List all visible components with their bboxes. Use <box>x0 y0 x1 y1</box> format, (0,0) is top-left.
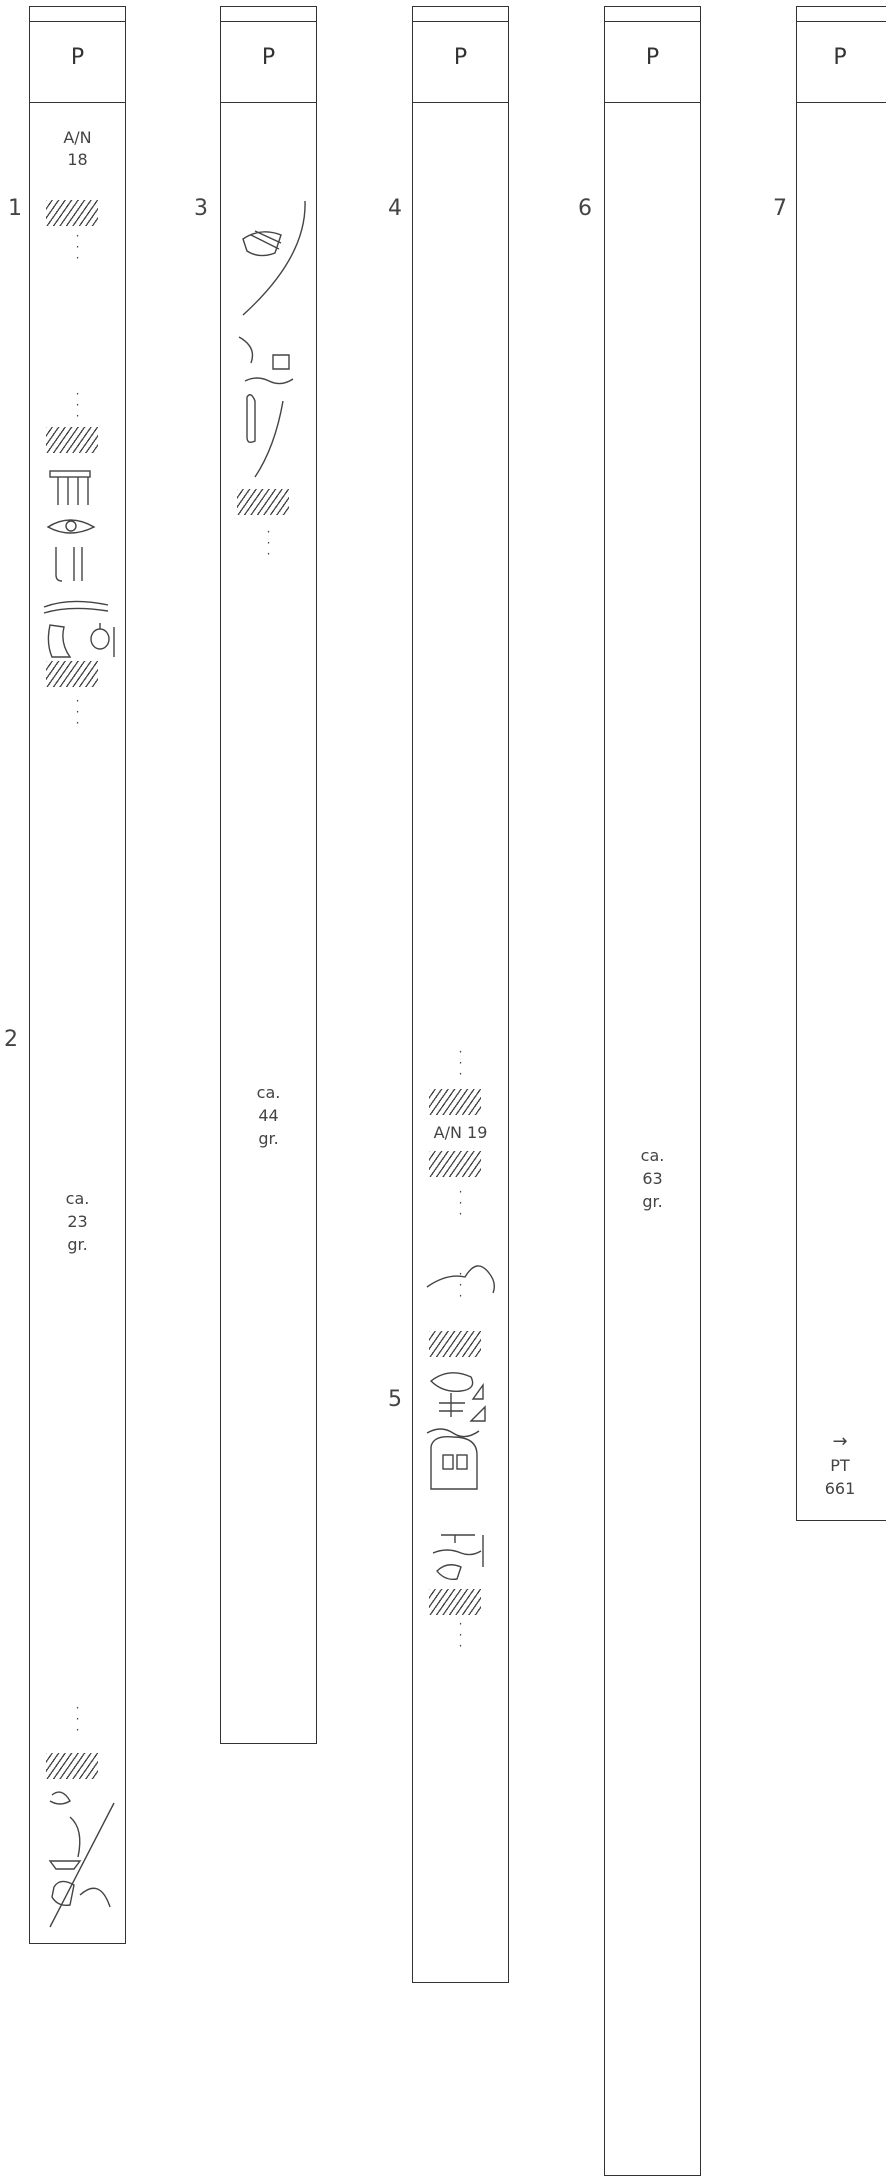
hieroglyph-fragment <box>221 187 318 487</box>
header-letter: P <box>413 45 508 70</box>
column-3: P · · · A/N 19 · · · · · · · · · <box>412 6 509 1983</box>
continuation-arrow: → <box>797 1431 883 1452</box>
lacuna-hatching <box>46 661 98 687</box>
lacuna-dots: · · · <box>221 527 316 560</box>
lacuna-dots: · · · <box>30 696 125 729</box>
column-2: P · · · ca. 44 gr. <box>220 6 317 1744</box>
gap-estimate-ca: ca. <box>605 1145 700 1166</box>
column-3-label: A/N 19 <box>413 1122 508 1143</box>
lacuna-dots: · · · <box>30 231 125 264</box>
continuation-ref-number: 661 <box>797 1478 883 1499</box>
gap-estimate-unit: gr. <box>605 1191 700 1212</box>
lacuna-hatching <box>46 1753 98 1779</box>
line-number-5: 5 <box>388 1387 402 1412</box>
gap-estimate-count: 63 <box>605 1168 700 1189</box>
lacuna-dots: · · · <box>413 1187 508 1220</box>
header-letter: P <box>797 45 883 70</box>
column-1: P A/N 18 · · · · · · · · · ca. 23 gr. · … <box>29 6 126 1944</box>
lacuna-hatching <box>429 1331 481 1357</box>
lacuna-dots: · · · <box>30 389 125 422</box>
gap-estimate-unit: gr. <box>30 1234 125 1255</box>
column-5: P → PT 661 <box>796 6 886 1521</box>
lacuna-hatching <box>46 200 98 226</box>
lacuna-dots: · · · <box>413 1619 508 1652</box>
hieroglyph-group <box>30 447 127 677</box>
gap-estimate-count: 23 <box>30 1211 125 1232</box>
lacuna-dots: · · · <box>30 1703 125 1736</box>
line-number-2: 2 <box>4 1027 18 1052</box>
header-letter: P <box>605 45 700 70</box>
lacuna-dots: · · · <box>413 1047 508 1080</box>
line-number-1: 1 <box>8 196 22 221</box>
lacuna-hatching <box>429 1089 481 1115</box>
column-1-label-number: 18 <box>30 149 125 170</box>
gap-estimate-unit: gr. <box>221 1128 316 1149</box>
header-top-rule <box>797 21 886 22</box>
lacuna-hatching <box>237 489 289 515</box>
hieroglyph-group <box>413 1367 510 1597</box>
line-number-6: 6 <box>578 196 592 221</box>
line-number-7: 7 <box>773 196 787 221</box>
lacuna-hatching <box>429 1151 481 1177</box>
lacuna-dots: · · · <box>413 1269 508 1302</box>
continuation-ref: PT <box>797 1455 883 1476</box>
line-number-4: 4 <box>388 196 402 221</box>
gap-estimate-ca: ca. <box>221 1082 316 1103</box>
header-top-rule <box>413 21 508 22</box>
lacuna-hatching <box>429 1589 481 1615</box>
header-top-rule <box>605 21 700 22</box>
gap-estimate-ca: ca. <box>30 1188 125 1209</box>
header-letter: P <box>221 45 316 70</box>
column-1-label: A/N <box>30 127 125 148</box>
gap-estimate-count: 44 <box>221 1105 316 1126</box>
header-top-rule <box>30 21 125 22</box>
header-letter: P <box>30 45 125 70</box>
column-4: P ca. 63 gr. <box>604 6 701 2176</box>
line-number-3: 3 <box>194 196 208 221</box>
header-top-rule <box>221 21 316 22</box>
hieroglyph-fragment <box>30 1777 127 1947</box>
